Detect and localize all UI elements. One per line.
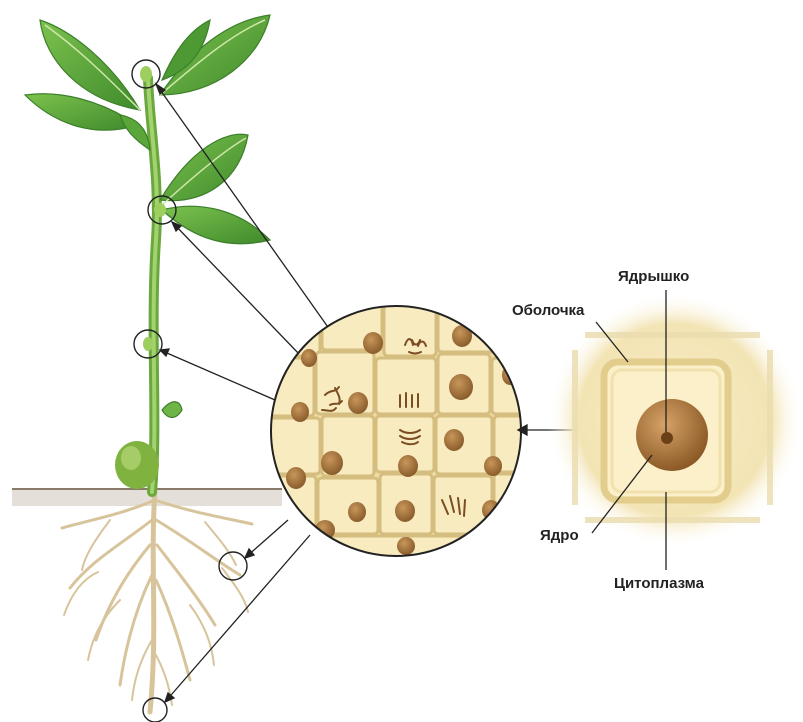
label-membrane: Оболочка [512,302,585,319]
soil-line [12,488,282,506]
marker-node-upper [147,195,177,225]
marker-circles [131,59,248,722]
label-cytoplasm: Цитоплазма [614,575,704,592]
cell-detail [547,292,803,548]
marker-root-tip [142,697,168,722]
leaf-mid-left-small [119,114,151,152]
magnified-tissue [270,305,522,557]
roots [60,487,254,715]
cell-nucleolus [661,432,673,444]
leaf-top-right-2 [160,18,211,82]
leader-lines [591,290,667,570]
marker-root-side [218,551,248,581]
pointer-arrows [154,82,331,704]
leaf-top-left [39,19,142,111]
leaves [23,14,272,419]
stem [143,73,162,497]
marker-apex [131,59,161,89]
marker-node-lower [133,329,163,359]
leaf-small-lower [161,401,183,419]
leaf-top-left-2 [23,93,140,131]
label-nucleolus: Ядрышко [618,268,690,285]
seed [115,441,159,489]
label-nucleus: Ядро [540,527,579,544]
leaf-mid-right-2 [160,205,272,245]
